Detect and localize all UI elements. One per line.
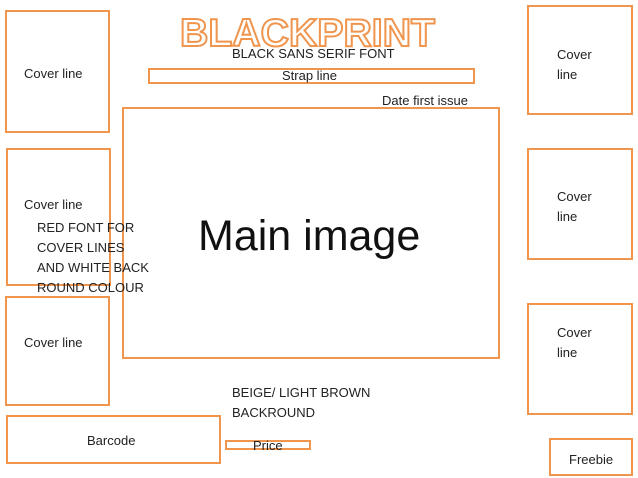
cover-line-right-mid: Cover line: [557, 189, 592, 224]
cover-line-right-top: Cover line: [557, 47, 592, 82]
masthead-title-text: BLACKPRINT: [180, 12, 435, 55]
background-note: BEIGE/ LIGHT BROWN BACKROUND: [232, 385, 371, 420]
freebie-label: Freebie: [569, 452, 614, 467]
date-first-issue: Date first issue: [382, 93, 468, 108]
cover-line-box-left-bottom: [5, 296, 110, 406]
price-box: [225, 440, 311, 450]
price-label: Price: [253, 438, 283, 453]
barcode-label: Barcode: [87, 433, 136, 448]
strap-line-label: Strap line: [282, 68, 337, 83]
red-font-note: RED FONT FOR COVER LINES AND WHITE BACK …: [37, 220, 149, 295]
masthead-title: BLACKPRINT: [179, 11, 436, 56]
cover-line-box-right-top: [527, 5, 633, 115]
main-image-label: Main image: [198, 212, 421, 260]
freebie-box: [549, 438, 633, 476]
barcode-box: [6, 415, 221, 464]
cover-line-box-left-top: [5, 10, 110, 133]
cover-line-right-bottom: Cover line: [557, 325, 592, 360]
main-image-box: [122, 107, 500, 359]
cover-line-left-top: Cover line: [24, 66, 83, 81]
cover-line-box-left-mid: [6, 148, 111, 286]
cover-line-left-mid: Cover line: [24, 197, 83, 212]
cover-line-left-bottom: Cover line: [24, 335, 83, 350]
strap-line-box: [148, 68, 475, 84]
cover-line-box-right-mid: [527, 148, 633, 260]
font-note: BLACK SANS SERIF FONT: [232, 46, 395, 61]
cover-line-box-right-bottom: [527, 303, 633, 415]
